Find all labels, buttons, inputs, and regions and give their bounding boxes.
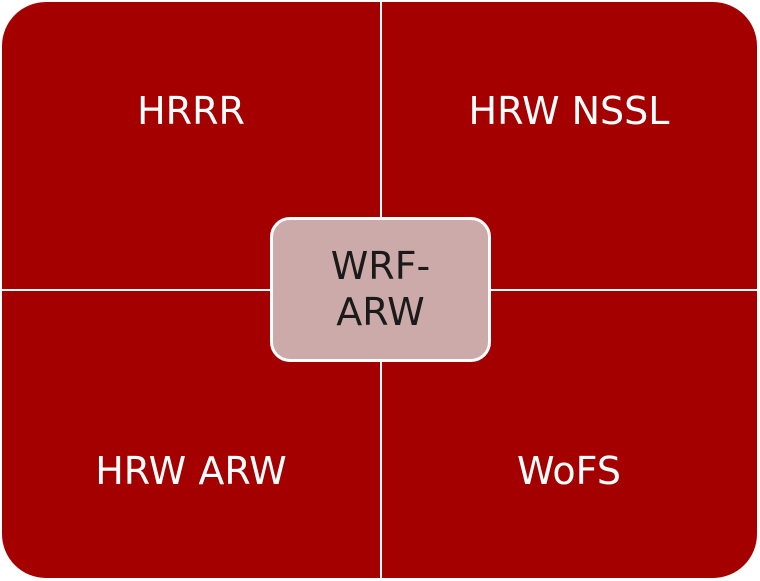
center-label: WRF-ARW (330, 243, 431, 334)
quadrant-label-top-left: HRRR (137, 89, 245, 133)
quadrant-label-bottom-left: HRW ARW (95, 449, 287, 493)
quadrant-label-bottom-right: WoFS (517, 449, 621, 493)
quadrant-label-top-right: HRW NSSL (468, 89, 670, 133)
center-box: WRF-ARW (270, 217, 491, 362)
